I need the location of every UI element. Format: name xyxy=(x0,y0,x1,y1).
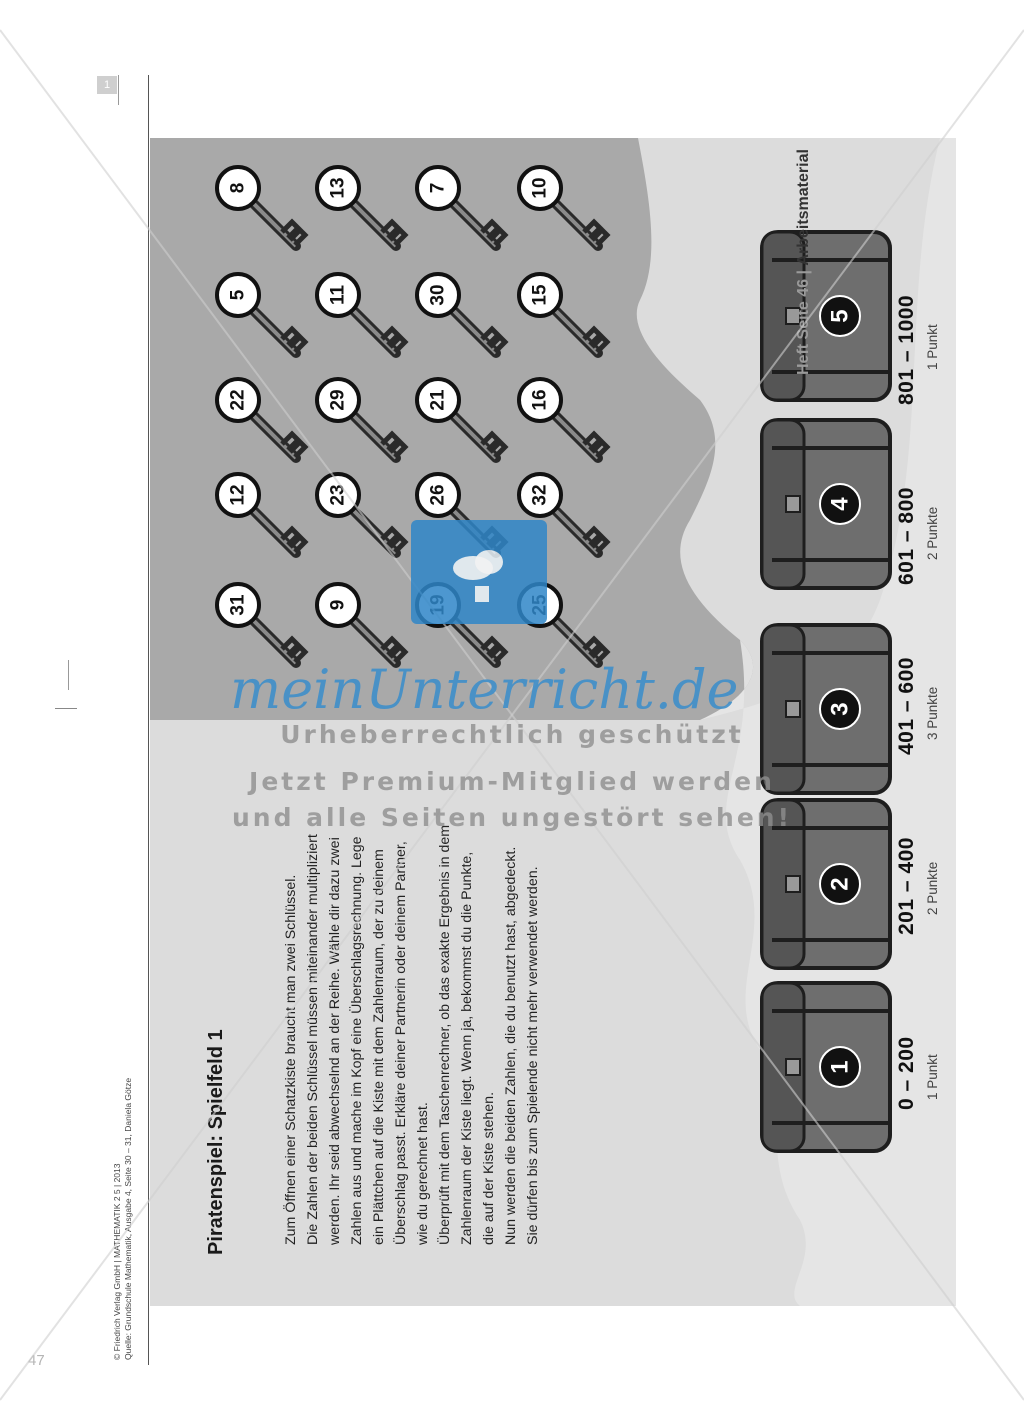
key-bow xyxy=(517,165,563,211)
key-number: 15 xyxy=(530,284,551,306)
key[interactable]: 22 xyxy=(215,377,309,463)
watermark-line-2: Jetzt Premium-Mitglied werden xyxy=(249,767,775,796)
key-number: 7 xyxy=(428,183,449,194)
key-bow xyxy=(517,272,563,318)
chest-number: 4 xyxy=(827,497,854,511)
key[interactable]: 7 xyxy=(415,165,509,251)
lock-icon xyxy=(785,495,801,513)
key[interactable]: 16 xyxy=(517,377,611,463)
lock-icon xyxy=(785,875,801,893)
chest-number: 2 xyxy=(827,877,854,890)
key-number: 21 xyxy=(428,389,449,411)
treasure-chest[interactable]: 2 xyxy=(760,798,892,970)
treasure-chest[interactable]: 4 xyxy=(760,418,892,590)
key[interactable]: 8 xyxy=(215,165,309,251)
cloud-icon xyxy=(453,550,503,602)
key-number: 29 xyxy=(328,389,349,410)
lock-icon xyxy=(785,1058,801,1076)
board-dark-area xyxy=(150,138,754,720)
margin-tick xyxy=(118,75,119,105)
key-bow xyxy=(215,377,261,423)
lock-icon xyxy=(785,700,801,718)
key-number: 13 xyxy=(328,177,349,198)
watermark-logo: meinUnterricht.de xyxy=(230,658,739,721)
chest-number: 5 xyxy=(827,309,854,322)
key-number: 9 xyxy=(328,600,349,611)
key-bow xyxy=(415,165,461,211)
key-bow xyxy=(415,472,461,518)
key-number: 26 xyxy=(428,484,449,505)
treasure-chest[interactable]: 1 xyxy=(760,981,892,1153)
key-bow xyxy=(415,272,461,318)
key[interactable]: 32 xyxy=(517,472,611,558)
key[interactable]: 13 xyxy=(315,165,409,251)
key-bow xyxy=(215,582,261,628)
chest-number: 3 xyxy=(827,702,854,715)
key-bow xyxy=(215,472,261,518)
treasure-chest[interactable]: 3 xyxy=(760,623,892,795)
key-bow xyxy=(215,165,261,211)
key-bow xyxy=(315,377,361,423)
watermark-icon xyxy=(411,520,547,624)
key[interactable]: 5 xyxy=(215,272,309,358)
section-badge: 1 xyxy=(97,76,117,94)
key-bow xyxy=(315,165,361,211)
key-number: 12 xyxy=(228,484,249,505)
key-number: 31 xyxy=(228,594,249,616)
key-number: 8 xyxy=(228,183,249,194)
key-number: 16 xyxy=(530,389,551,410)
key-bow xyxy=(415,377,461,423)
key-number: 22 xyxy=(228,389,249,410)
key[interactable]: 31 xyxy=(215,582,309,668)
key-bow xyxy=(517,377,563,423)
watermark-line-3: und alle Seiten ungestört sehen! xyxy=(231,803,793,832)
key-number: 11 xyxy=(328,285,349,306)
key-bow xyxy=(215,272,261,318)
key-number: 32 xyxy=(530,484,551,505)
fold-mark xyxy=(55,708,77,709)
watermark-line-1: Urheberrechtlich geschützt xyxy=(280,720,744,749)
key-number: 10 xyxy=(530,177,551,198)
fold-mark-vertical xyxy=(68,660,69,690)
key-number: 30 xyxy=(428,284,449,305)
key[interactable]: 12 xyxy=(215,472,309,558)
margin-line xyxy=(148,75,149,1365)
treasure-chest[interactable]: 5 xyxy=(760,230,892,402)
key-bow xyxy=(315,272,361,318)
key[interactable]: 9 xyxy=(315,582,409,668)
key-number: 5 xyxy=(228,289,249,300)
key-bow xyxy=(315,472,361,518)
key-bow xyxy=(517,472,563,518)
lock-icon xyxy=(785,307,801,325)
key[interactable]: 30 xyxy=(415,272,509,358)
key[interactable]: 10 xyxy=(517,165,611,251)
chest-number: 1 xyxy=(827,1060,854,1073)
key[interactable]: 11 xyxy=(315,272,409,358)
key-bow xyxy=(315,582,361,628)
key[interactable]: 21 xyxy=(415,377,509,463)
key[interactable]: 29 xyxy=(315,377,409,463)
key[interactable]: 15 xyxy=(517,272,611,358)
